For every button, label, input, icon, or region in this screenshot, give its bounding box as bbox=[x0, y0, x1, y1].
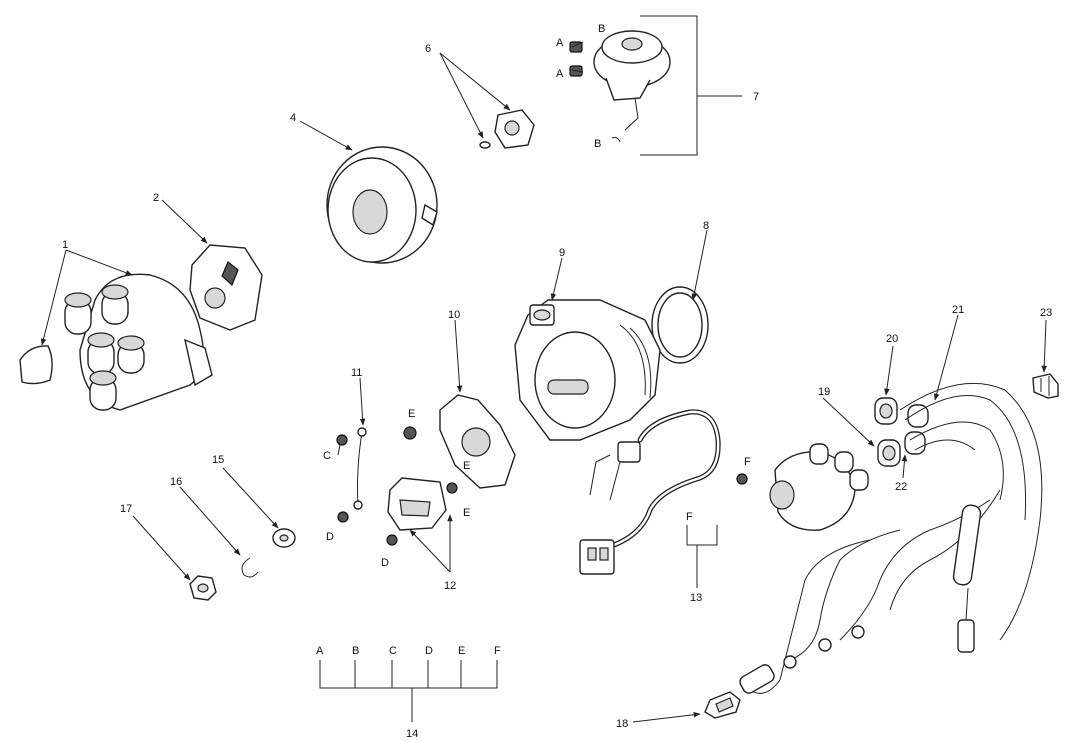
cord-clamp bbox=[1032, 373, 1059, 399]
letter-f-1: F bbox=[744, 456, 751, 468]
leader-lines bbox=[40, 41, 1048, 723]
plug-boots bbox=[874, 397, 929, 467]
letter-b-bottom: B bbox=[594, 138, 601, 150]
breaker-plate bbox=[439, 394, 516, 489]
spark-plug bbox=[704, 691, 741, 719]
callout-7: 7 bbox=[753, 91, 759, 103]
callout-6: 6 bbox=[425, 43, 431, 55]
letter-d-2: D bbox=[381, 557, 389, 569]
g14-letter-c: C bbox=[389, 645, 397, 657]
fastener-letters: B A A B E C E E D D F F bbox=[323, 23, 751, 569]
rotor bbox=[189, 244, 263, 331]
callout-19: 19 bbox=[818, 386, 830, 398]
high-tension-cords bbox=[739, 382, 1043, 694]
g14-letter-a: A bbox=[316, 645, 324, 657]
g14-letter-b: B bbox=[352, 645, 359, 657]
letter-a-2: A bbox=[556, 68, 564, 80]
callout-13: 13 bbox=[690, 592, 702, 604]
callout-15: 15 bbox=[212, 454, 224, 466]
callout-9: 9 bbox=[559, 247, 565, 259]
callout-4: 4 bbox=[290, 112, 296, 124]
callout-12: 12 bbox=[444, 580, 456, 592]
callout-17: 17 bbox=[120, 503, 132, 515]
vacuum-link-clip bbox=[479, 109, 535, 149]
letter-e-2: E bbox=[463, 460, 470, 472]
signal-rotor-drum bbox=[326, 146, 438, 264]
bracket-7 bbox=[640, 15, 742, 156]
letter-f-2: F bbox=[686, 511, 693, 523]
vacuum-advancer bbox=[569, 30, 671, 143]
ground-wire bbox=[353, 427, 367, 510]
washer bbox=[272, 528, 296, 548]
distributor-cap-small bbox=[769, 443, 869, 531]
letter-e-3: E bbox=[463, 507, 470, 519]
letter-c: C bbox=[323, 450, 331, 462]
screw-set bbox=[336, 426, 748, 546]
nut bbox=[189, 575, 217, 601]
callout-11: 11 bbox=[351, 367, 362, 379]
callout-20: 20 bbox=[886, 333, 898, 345]
igniter-module bbox=[387, 477, 447, 531]
g14-letter-f: F bbox=[494, 645, 501, 657]
callout-14: 14 bbox=[406, 728, 418, 740]
callout-labels: 1 2 4 6 7 8 9 10 11 12 13 14 15 16 17 18… bbox=[62, 43, 1052, 740]
g14-letter-e: E bbox=[458, 645, 465, 657]
g14-letter-d: D bbox=[425, 645, 433, 657]
callout-18: 18 bbox=[616, 718, 628, 730]
callout-22: 22 bbox=[895, 481, 907, 493]
callout-23: 23 bbox=[1040, 307, 1052, 319]
e-clip bbox=[241, 557, 259, 578]
bracket-13 bbox=[686, 525, 718, 588]
callout-1: 1 bbox=[62, 239, 68, 251]
letter-a-1: A bbox=[556, 37, 564, 49]
letter-b-top: B bbox=[598, 23, 605, 35]
wiring-harness bbox=[579, 409, 721, 575]
callout-10: 10 bbox=[448, 309, 460, 321]
callout-8: 8 bbox=[703, 220, 709, 232]
distributor-cap bbox=[19, 273, 213, 411]
group-14-letters: A B C D E F bbox=[316, 645, 501, 657]
letter-e-1: E bbox=[408, 408, 415, 420]
callout-16: 16 bbox=[170, 476, 182, 488]
bracket-14 bbox=[319, 660, 498, 722]
o-ring bbox=[651, 286, 709, 364]
callout-21: 21 bbox=[952, 304, 964, 316]
distributor-housing bbox=[514, 299, 661, 441]
letter-d-1: D bbox=[326, 531, 334, 543]
callout-2: 2 bbox=[153, 192, 159, 204]
